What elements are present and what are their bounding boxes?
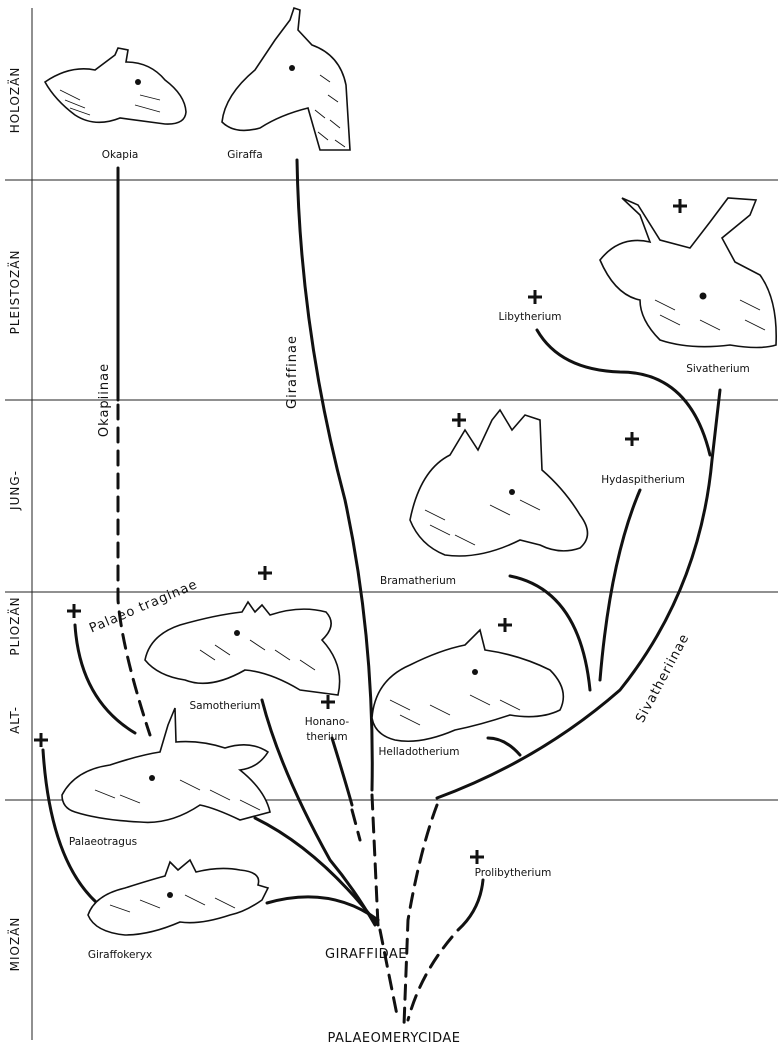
libytherium-branch <box>537 330 710 455</box>
extinct-dagger-icon <box>470 850 484 864</box>
sivatheriinae-stem-dashed <box>404 805 437 1025</box>
extinct-dagger-icon <box>67 604 81 618</box>
okapia-branch-dashed <box>118 405 150 735</box>
extinct-dagger-icon <box>498 618 512 632</box>
taxon-label-honanotherium: Honano- <box>305 716 350 728</box>
extinct-dagger-icon <box>625 432 639 446</box>
samotherium-head-illustration <box>145 602 340 695</box>
subfamily-label-giraffinae: Giraffinae <box>285 335 300 409</box>
sivatherium-head-illustration <box>600 198 776 348</box>
giraffa-branch <box>297 160 372 790</box>
taxon-label-libytherium: Libytherium <box>499 311 562 323</box>
palaeotragus-ancestor-branch <box>75 625 135 733</box>
extinct-dagger-icon <box>34 733 48 747</box>
subfamily-label-sivatheriinae: Sivatheriinae <box>633 631 693 725</box>
giraffokeryx-head-illustration <box>88 860 268 935</box>
prolibytherium-branch-dashed <box>408 937 452 1020</box>
taxon-label-giraffokeryx: Giraffokeryx <box>88 949 152 961</box>
helladotherium-branch <box>488 738 520 755</box>
taxon-label-palaeotragus: Palaeotragus <box>69 836 137 848</box>
family-label-palaeomerycidae: PALAEOMERYCIDAE <box>328 1031 461 1046</box>
bramatherium-head-illustration <box>410 410 588 556</box>
hydaspitherium-branch <box>600 490 640 680</box>
family-label-giraffidae: GIRAFFIDAE <box>325 947 407 962</box>
taxon-label-hydaspitherium: Hydaspitherium <box>601 474 685 486</box>
okapia-head-illustration <box>45 48 186 124</box>
taxon-label-prolibytherium: Prolibytherium <box>475 867 552 879</box>
taxon-label-bramatherium: Bramatherium <box>380 575 456 587</box>
extinct-dagger-icon <box>673 199 687 213</box>
extinct-dagger-icon <box>321 695 335 709</box>
epoch-label-alt: ALT- <box>8 706 22 734</box>
taxon-label-sivatherium: Sivatherium <box>686 363 750 375</box>
epoch-label-pliozaen: PLIOZÄN <box>7 596 22 655</box>
taxon-label-honanotherium-cont: therium <box>306 731 347 743</box>
subfamily-label-okapiinae: Okapiinae <box>97 363 112 437</box>
epoch-label-miozaen: MIOZÄN <box>7 917 22 972</box>
taxon-label-okapia: Okapia <box>102 149 139 161</box>
extinct-dagger-icon <box>258 566 272 580</box>
epoch-label-pleistozaen: PLEISTOZÄN <box>7 250 22 335</box>
taxon-label-giraffa: Giraffa <box>227 149 262 161</box>
giraffa-branch-dashed <box>372 795 378 925</box>
epoch-label-jung: JUNG- <box>8 470 22 511</box>
taxon-label-samotherium: Samotherium <box>189 700 260 712</box>
helladotherium-head-illustration <box>372 630 563 741</box>
honanotherium-branch-dashed <box>352 810 360 840</box>
prolibytherium-branch <box>458 880 483 930</box>
giraffa-head-illustration <box>222 8 350 150</box>
extinct-dagger-icon <box>528 290 542 304</box>
epoch-label-holozaen: HOLOZÄN <box>7 67 22 134</box>
palaeotragus-head-illustration <box>62 708 270 822</box>
honanotherium-branch <box>332 738 352 805</box>
giraffidae-stem-dashed <box>380 930 398 1020</box>
extinct-dagger-icon <box>452 413 466 427</box>
taxon-label-helladotherium: Helladotherium <box>378 746 459 758</box>
